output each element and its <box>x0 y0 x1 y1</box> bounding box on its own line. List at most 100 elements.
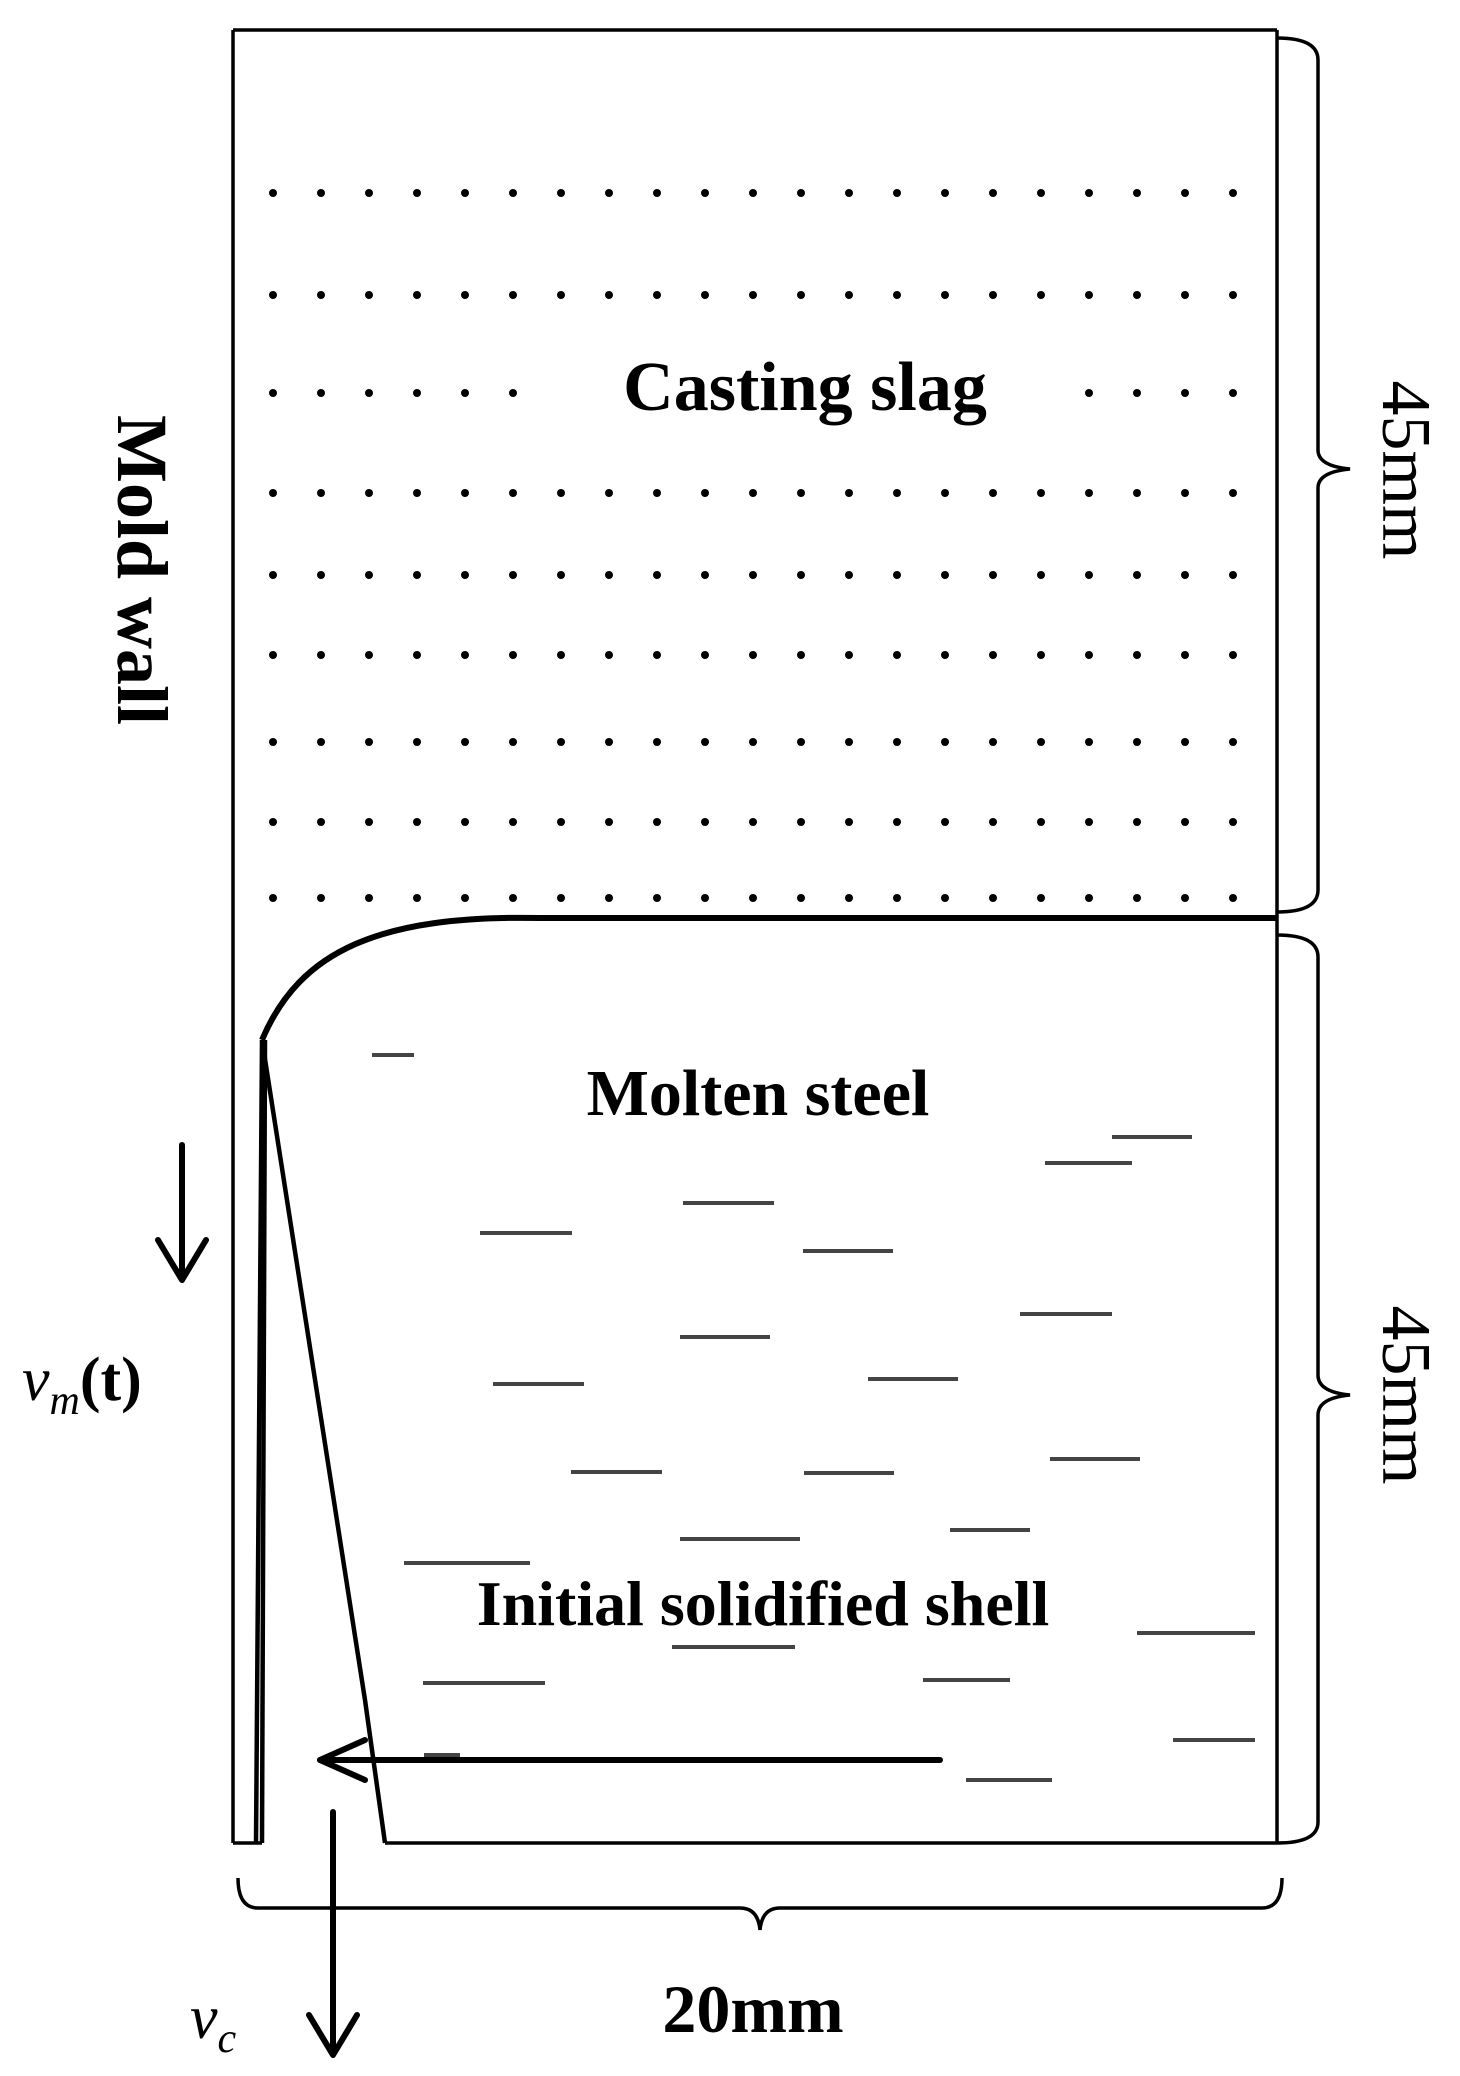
slag-dot <box>701 894 709 902</box>
slag-dot <box>653 738 661 746</box>
slag-dot <box>1037 189 1045 197</box>
slag-dot <box>461 189 469 197</box>
slag-dot <box>749 818 757 826</box>
slag-dot <box>701 818 709 826</box>
slag-dot <box>941 189 949 197</box>
slag-dot <box>845 489 853 497</box>
slag-dot <box>1181 894 1189 902</box>
molten-steel-dash-pattern <box>372 1053 1255 1782</box>
mold-wall-label: Mold wall <box>102 415 182 725</box>
slag-dot <box>1181 571 1189 579</box>
slag-dot <box>1229 291 1237 299</box>
slag-dot <box>1037 894 1045 902</box>
slag-dot <box>749 489 757 497</box>
slag-dot <box>1133 489 1141 497</box>
slag-dot <box>653 489 661 497</box>
slag-dot <box>1229 189 1237 197</box>
slag-dot <box>365 738 373 746</box>
slag-dot <box>1085 389 1093 397</box>
slag-dot <box>317 651 325 659</box>
slag-dot <box>941 489 949 497</box>
slag-dot-pattern <box>269 189 1237 902</box>
slag-dot <box>461 291 469 299</box>
slag-dot <box>557 738 565 746</box>
slag-dot <box>1133 189 1141 197</box>
slag-dot <box>1133 738 1141 746</box>
upper-height-dimension: 45mm <box>1367 381 1444 560</box>
slag-dot <box>653 189 661 197</box>
slag-dot <box>941 291 949 299</box>
slag-dot <box>653 291 661 299</box>
slag-dot <box>509 571 517 579</box>
slag-dot <box>893 651 901 659</box>
right-braces <box>1276 36 1351 1845</box>
slag-dot <box>941 738 949 746</box>
slag-dot <box>605 189 613 197</box>
slag-dot <box>1133 894 1141 902</box>
slag-dot <box>365 894 373 902</box>
slag-dot <box>509 651 517 659</box>
slag-dot <box>701 489 709 497</box>
slag-dot <box>317 291 325 299</box>
shell-outer-line <box>253 1039 265 1844</box>
slag-dot <box>1037 738 1045 746</box>
slag-dot <box>749 291 757 299</box>
slag-dot <box>749 189 757 197</box>
slag-dot <box>893 291 901 299</box>
slag-dot <box>989 189 997 197</box>
slag-dot <box>797 738 805 746</box>
initial-shell-label: Initial solidified shell <box>477 1568 1050 1639</box>
slag-dot <box>941 894 949 902</box>
slag-dot <box>989 651 997 659</box>
slag-dot <box>797 894 805 902</box>
slag-dot <box>1229 818 1237 826</box>
casting-velocity-label: vc <box>190 1984 237 2062</box>
slag-dot <box>365 389 373 397</box>
slag-dot <box>1229 389 1237 397</box>
slag-dot <box>797 651 805 659</box>
slag-dot <box>845 189 853 197</box>
slag-dot <box>893 571 901 579</box>
slag-dot <box>461 738 469 746</box>
slag-dot <box>461 894 469 902</box>
slag-dot <box>461 389 469 397</box>
slag-dot <box>365 651 373 659</box>
slag-dot <box>605 651 613 659</box>
slag-dot <box>317 894 325 902</box>
slag-dot <box>509 489 517 497</box>
molten-steel-label: Molten steel <box>587 1057 930 1130</box>
slag-dot <box>269 738 277 746</box>
slag-dot <box>797 489 805 497</box>
slag-dot <box>317 818 325 826</box>
slag-dot <box>893 189 901 197</box>
slag-dot <box>557 651 565 659</box>
slag-dot <box>845 894 853 902</box>
slag-dot <box>269 489 277 497</box>
slag-dot <box>989 489 997 497</box>
bottom-brace <box>236 1877 1284 1931</box>
slag-dot <box>653 571 661 579</box>
slag-dot <box>365 291 373 299</box>
slag-dot <box>1133 571 1141 579</box>
slag-dot <box>941 818 949 826</box>
slag-dot <box>413 189 421 197</box>
slag-dot <box>1181 738 1189 746</box>
slag-dot <box>605 738 613 746</box>
slag-dot <box>317 489 325 497</box>
slag-dot <box>1133 651 1141 659</box>
slag-dot <box>989 291 997 299</box>
slag-dot <box>413 738 421 746</box>
slag-steel-interface <box>259 914 1277 1042</box>
slag-dot <box>701 571 709 579</box>
slag-dot <box>509 738 517 746</box>
slag-dot <box>893 818 901 826</box>
slag-dot <box>845 738 853 746</box>
slag-dot <box>653 894 661 902</box>
slag-dot <box>413 389 421 397</box>
slag-dot <box>509 818 517 826</box>
slag-dot <box>989 894 997 902</box>
slag-dot <box>365 818 373 826</box>
slag-dot <box>989 571 997 579</box>
solidified-shell <box>253 1039 388 1844</box>
slag-dot <box>845 571 853 579</box>
